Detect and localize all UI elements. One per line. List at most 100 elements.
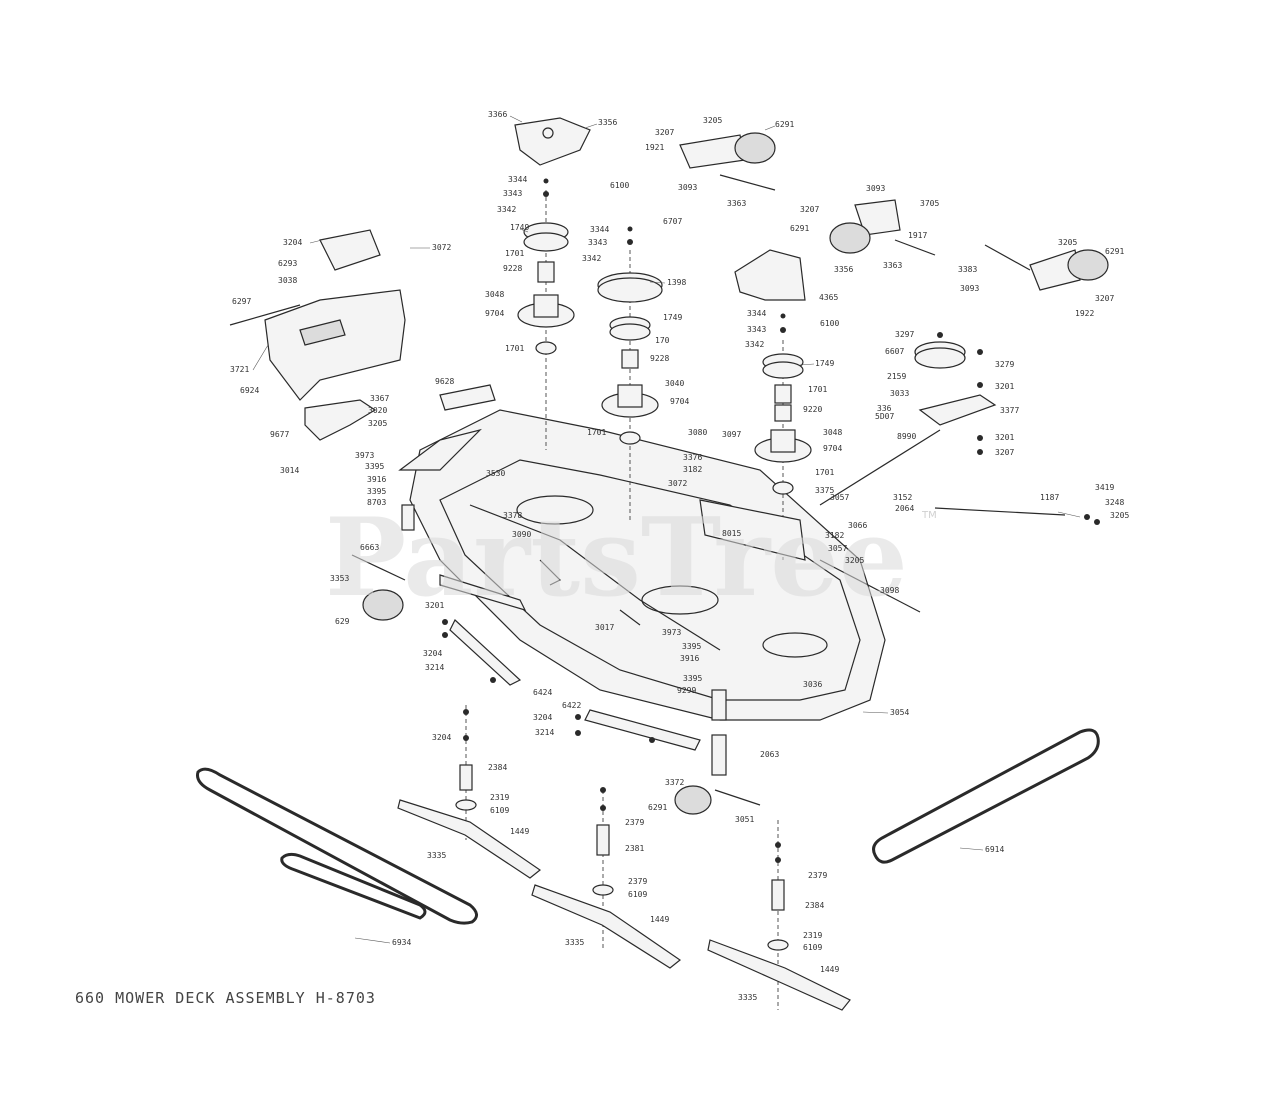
spindle-right (754, 340, 812, 560)
callout-label: 3363 (883, 261, 902, 270)
callout-label: 3093 (866, 184, 885, 193)
callout-label: 3090 (512, 530, 531, 539)
callout-label: 3916 (680, 654, 699, 663)
callout-label: 1917 (908, 231, 927, 240)
callout-label: 6422 (562, 701, 581, 710)
callout-label: 6924 (240, 386, 259, 395)
callout-label: 3048 (485, 290, 504, 299)
callout-label: 3343 (747, 325, 766, 334)
watermark-trademark: TM (921, 510, 937, 521)
callout-label: 3395 (367, 487, 386, 496)
callout-label: 1701 (587, 428, 606, 437)
callout-label: 3419 (1095, 483, 1114, 492)
diagram-caption: 660 MOWER DECK ASSEMBLY H-8703 (75, 989, 376, 1007)
front-linkage (398, 384, 921, 613)
callout-label: 3344 (590, 225, 609, 234)
callout-label: 1701 (808, 385, 827, 394)
callout-label: 3017 (595, 623, 614, 632)
callout-label: 3201 (995, 433, 1014, 442)
callout-label: 9228 (503, 264, 522, 273)
right-bracket (734, 249, 806, 301)
callout-label: 3279 (995, 360, 1014, 369)
top-center-bracket (514, 117, 591, 166)
callout-label: 1449 (510, 827, 529, 836)
blade-center (531, 790, 682, 969)
callout-label: 6291 (775, 120, 794, 129)
callout-label: 2384 (805, 901, 824, 910)
callout-label: 3072 (668, 479, 687, 488)
callout-label: 3072 (432, 243, 451, 252)
callout-label: 3207 (1095, 294, 1114, 303)
callout-label: 2319 (803, 931, 822, 940)
callout-label: 3057 (830, 493, 849, 502)
callout-label: 6934 (392, 938, 411, 947)
callout-label: 3093 (678, 183, 697, 192)
callout-label: 2064 (895, 504, 914, 513)
callout-label: 1398 (667, 278, 686, 287)
callout-label: 3040 (665, 379, 684, 388)
callout-label: 6914 (985, 845, 1004, 854)
callout-label: 3344 (747, 309, 766, 318)
callout-label: 3066 (848, 521, 867, 530)
callout-label: 3372 (665, 778, 684, 787)
callout-label: 3036 (803, 680, 822, 689)
callout-label: 9704 (823, 444, 842, 453)
callout-label: 3342 (582, 254, 601, 263)
roller-right (984, 244, 1109, 291)
callout-label: 3530 (486, 469, 505, 478)
callout-label: 6291 (790, 224, 809, 233)
callout-label: 9677 (270, 430, 289, 439)
callout-label: 3383 (958, 265, 977, 274)
callout-label: 629 (335, 617, 350, 626)
deck-cover (264, 289, 406, 441)
callout-label: 2379 (628, 877, 647, 886)
deck-housing (409, 409, 886, 721)
upper-left-bracket (229, 229, 381, 326)
callout-label: 336 (877, 404, 892, 413)
callout-label: 3057 (828, 544, 847, 553)
callout-label: 3152 (893, 493, 912, 502)
callout-label: 1187 (1040, 493, 1059, 502)
callout-label: 3395 (682, 642, 701, 651)
callout-label: 3182 (683, 465, 702, 474)
callout-label: 6293 (278, 259, 297, 268)
callout-label: 6100 (820, 319, 839, 328)
callout-label: 6663 (360, 543, 379, 552)
callout-label: 6297 (232, 297, 251, 306)
callout-label: 3356 (598, 118, 617, 127)
callout-label: 3705 (920, 199, 939, 208)
callout-label: 2381 (625, 844, 644, 853)
callout-label: 3343 (503, 189, 522, 198)
callout-label: 3973 (662, 628, 681, 637)
callout-label: 3054 (890, 708, 909, 717)
callout-label: 1701 (815, 468, 834, 477)
callout-label: 2379 (625, 818, 644, 827)
belt-left-long (196, 767, 478, 925)
leader-lines (252, 115, 1081, 944)
roller-top (679, 132, 776, 191)
callout-label: 1749 (510, 223, 529, 232)
callout-label: 1921 (645, 143, 664, 152)
callout-label: 1701 (505, 344, 524, 353)
callout-label: 3205 (703, 116, 722, 125)
callout-label: 3214 (425, 663, 444, 672)
callout-label: 3973 (355, 451, 374, 460)
callout-label: 3353 (330, 574, 349, 583)
callout-label: 6109 (490, 806, 509, 815)
callout-label: 3080 (688, 428, 707, 437)
callout-label: 3378 (503, 511, 522, 520)
callout-label: 2379 (808, 871, 827, 880)
callout-label: 6291 (648, 803, 667, 812)
callout-label: 3207 (800, 205, 819, 214)
callout-label: 2319 (490, 793, 509, 802)
callout-label: 9704 (670, 397, 689, 406)
callout-label: 2063 (760, 750, 779, 759)
callout-label: 3375 (815, 486, 834, 495)
spindle-center (597, 250, 663, 520)
callout-label: 8990 (897, 432, 916, 441)
callout-label: 3204 (432, 733, 451, 742)
callout-label: 3207 (995, 448, 1014, 457)
callout-label: 1922 (1075, 309, 1094, 318)
deck-baffles (439, 574, 727, 776)
callout-label: 3377 (1000, 406, 1019, 415)
